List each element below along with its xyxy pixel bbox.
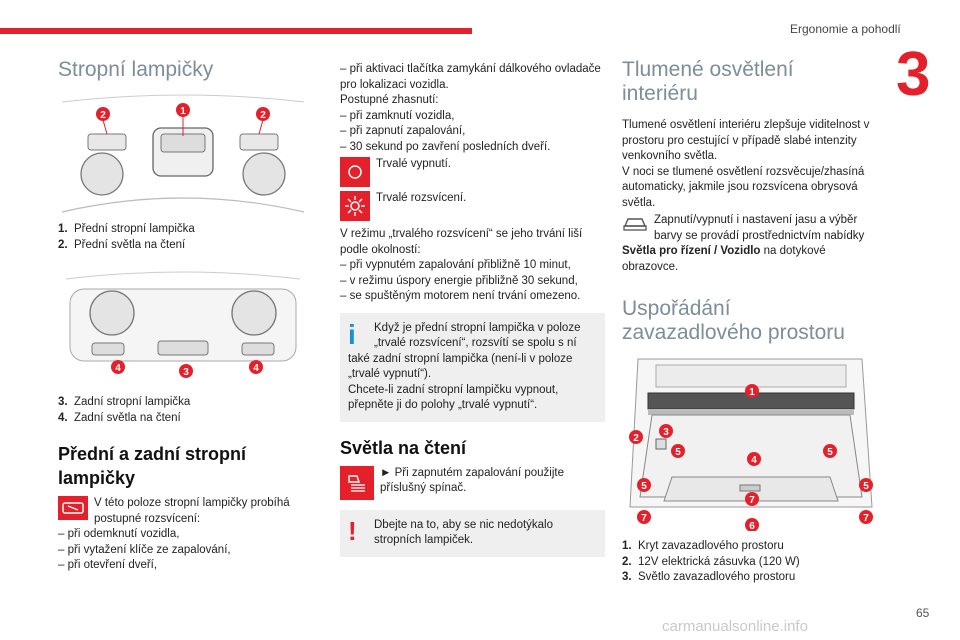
legend-item: 1.Kryt zavazadlového prostoru — [622, 540, 784, 552]
legend-front: 1.Přední stropní lampička 2.Přední světl… — [58, 222, 308, 253]
column-3: Tlumené osvětlení interiéru Tlumené osvě… — [622, 58, 880, 586]
badge-5: 5 — [827, 447, 833, 458]
lamp-on-icon — [340, 191, 370, 221]
nav-menu-path: Světla pro řízení / Vozidlo — [622, 245, 761, 257]
legend-item: 1.Přední stropní lampička — [58, 223, 195, 235]
header-accent-bar — [0, 28, 472, 34]
door-mode-text: V této poloze stropní lampičky probíhá p… — [94, 497, 290, 525]
nav-tail: na dotykové obrazovce. — [622, 245, 826, 273]
front-lamps-illustration: 2 1 2 — [58, 92, 308, 216]
badge-5: 5 — [675, 447, 681, 458]
paragraph: V noci se tlumené osvětlení rozsvěcuje/z… — [622, 165, 865, 209]
badge-2: 2 — [100, 110, 106, 121]
page-number: 65 — [916, 606, 930, 620]
section-title-front-rear: Přední a zadní stropní lampičky — [58, 444, 247, 488]
column-2: – při aktivaci tlačítka zamykání dálkové… — [340, 62, 605, 557]
text-line: – se spuštěným motorem není trvání omeze… — [340, 290, 581, 302]
info-text: Chcete-li zadní stropní lampičku vypnout… — [348, 383, 559, 412]
lamp-off-icon — [340, 157, 370, 187]
badge-3: 3 — [183, 367, 189, 378]
badge-7: 7 — [863, 513, 869, 524]
car-settings-icon — [622, 213, 648, 233]
info-icon: i — [348, 318, 356, 350]
warning-icon: ! — [348, 515, 357, 546]
legend-item: 4.Zadní světla na čtení — [58, 411, 181, 424]
badge-4: 4 — [751, 455, 757, 466]
on-mode-row: Trvalé rozsvícení. — [340, 191, 605, 221]
reading-light-icon — [340, 465, 374, 500]
boot-drawing: 1 2 3 4 5 5 5 5 6 7 7 7 — [629, 358, 873, 532]
watermark: carmanualsonline.info — [662, 618, 808, 635]
rear-lamps-illustration: 4 3 4 — [58, 271, 308, 389]
legend-item: 3.Světlo zavazadlového prostoru — [622, 571, 796, 583]
section-title-reading-lights: Světla na čtení — [340, 437, 467, 458]
paragraph: Tlumené osvětlení interiéru zlepšuje vid… — [622, 119, 870, 162]
text-line: – při zapnutí zapalování, — [340, 125, 466, 137]
badge-4: 4 — [253, 363, 259, 374]
legend-item: 3.Zadní stropní lampička — [58, 396, 191, 408]
text-line: – při zamknutí vozidla, — [340, 109, 455, 122]
on-mode-label: Trvalé rozsvícení. — [376, 192, 467, 204]
badge-6: 6 — [749, 521, 755, 531]
badge-4: 4 — [115, 363, 121, 374]
warning-box: ! Dbejte na to, aby se nic nedotýkalo st… — [340, 509, 605, 557]
badge-3: 3 — [663, 427, 669, 438]
legend-item: 2.Přední světla na čtení — [58, 238, 186, 251]
front-lamps-drawing: 2 1 2 — [61, 94, 305, 213]
text-line: – 30 sekund po zavření posledních dveří. — [340, 140, 551, 153]
reading-row: ► Při zapnutém zapalování použijte přísl… — [340, 465, 605, 500]
text-line: – při odemknutí vozidla, — [58, 528, 180, 540]
badge-5: 5 — [641, 481, 647, 492]
legend-item: 2.12V elektrická zásuvka (120 W) — [622, 555, 800, 568]
badge-5: 5 — [863, 481, 869, 492]
rear-lamps-drawing: 4 3 4 — [65, 271, 301, 378]
column-1: Stropní lampičky 2 1 2 1.Přední stropní … — [58, 58, 308, 574]
info-box: i Když je přední stropní lampička v polo… — [340, 312, 605, 422]
warning-text: Dbejte na to, aby se nic nedotýkalo stro… — [374, 518, 554, 547]
badge-2: 2 — [260, 110, 266, 121]
badge-1: 1 — [180, 106, 186, 117]
legend-boot: 1.Kryt zavazadlového prostoru 2.12V elek… — [622, 539, 880, 586]
section-title-ambient: Tlumené osvětlení interiéru — [622, 58, 794, 105]
badge-7: 7 — [749, 495, 755, 506]
boot-illustration: 1 2 3 4 5 5 5 5 6 7 7 7 — [622, 357, 873, 532]
text-line: V režimu „trvalého rozsvícení“ se jeho t… — [340, 228, 583, 256]
badge-2: 2 — [633, 433, 639, 444]
text-line: – při vytažení klíče ze zapalování, — [58, 543, 231, 556]
off-mode-label: Trvalé vypnutí. — [376, 158, 451, 170]
nav-row: Zapnutí/vypnutí i nastavení jasu a výběr… — [622, 213, 880, 244]
reading-text: ► Při zapnutém zapalování použijte přísl… — [380, 466, 564, 495]
badge-1: 1 — [749, 387, 755, 398]
text-line: – při otevření dveří, — [58, 559, 158, 571]
section-title-ceiling-lamps: Stropní lampičky — [58, 58, 214, 81]
legend-rear: 3.Zadní stropní lampička 4.Zadní světla … — [58, 395, 308, 426]
badge-7: 7 — [641, 513, 647, 524]
door-mode-row: V této poloze stropní lampičky probíhá p… — [58, 496, 308, 527]
off-mode-row: Trvalé vypnutí. — [340, 157, 605, 187]
nav-text: Zapnutí/vypnutí i nastavení jasu a výběr… — [654, 214, 865, 242]
section-title-boot: Uspořádání zavazadlového prostoru — [622, 297, 845, 344]
chapter-number: 3 — [896, 40, 931, 109]
text-line: – při vypnutém zapalování přibližně 10 m… — [340, 259, 571, 271]
text-line: Postupné zhasnutí: — [340, 94, 439, 106]
info-text: Když je přední stropní lampička v poloze… — [348, 321, 581, 381]
text-line: – v režimu úspory energie přibližně 30 s… — [340, 274, 578, 287]
text-line: – při aktivaci tlačítka zamykání dálkové… — [340, 63, 601, 91]
door-mode-icon — [58, 496, 88, 520]
chapter-title: Ergonomie a pohodlí — [790, 22, 901, 36]
